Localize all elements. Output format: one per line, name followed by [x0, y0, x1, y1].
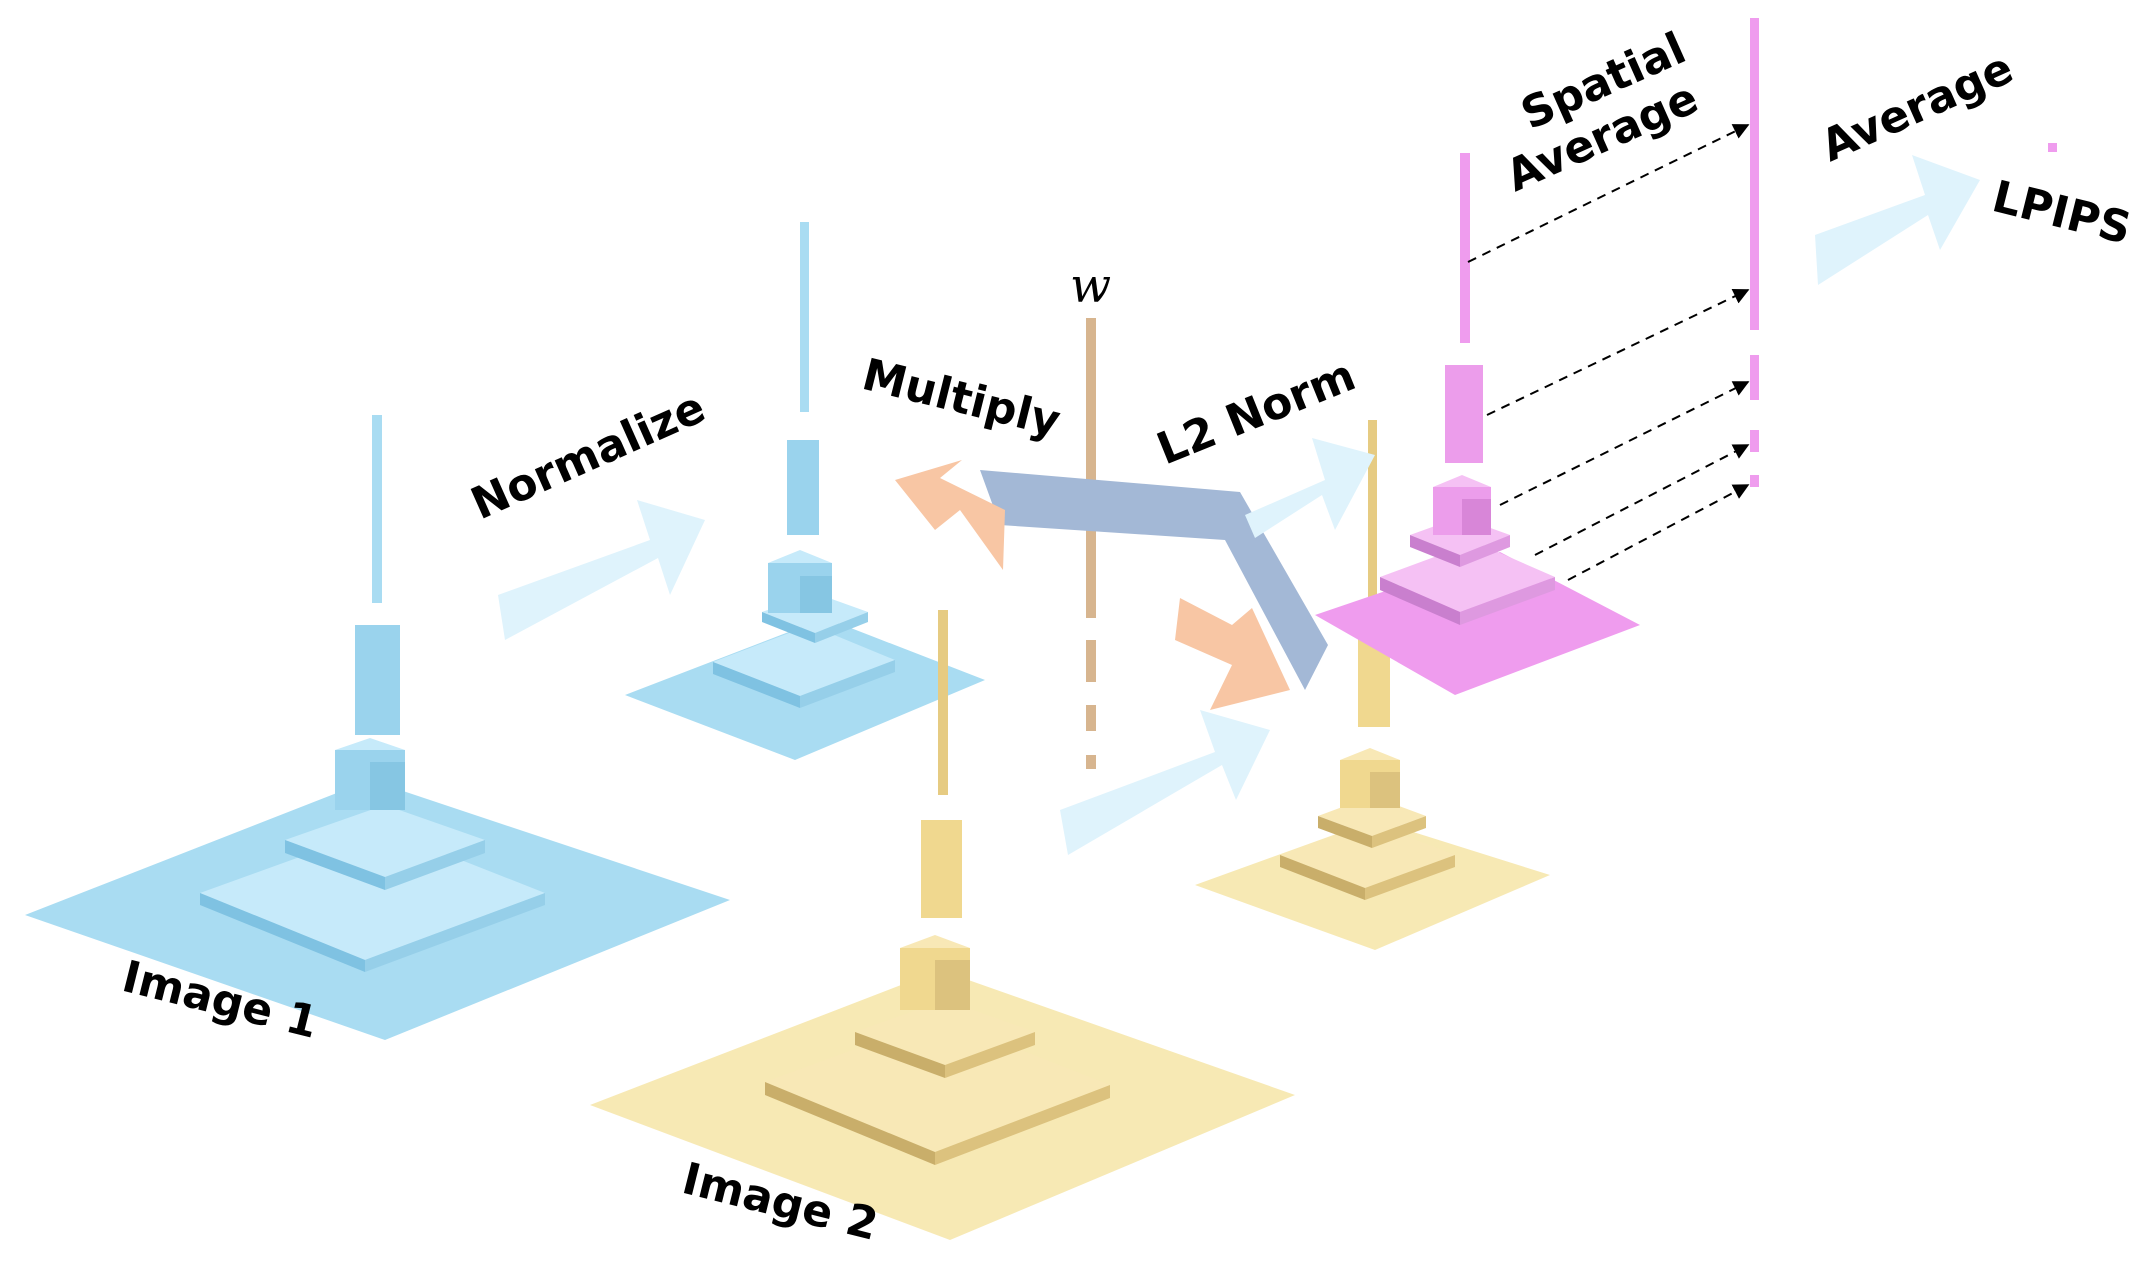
spatial-average-dashed-arrows — [1467, 124, 1750, 581]
normalized-image1-layer-5 — [800, 222, 809, 412]
dashed-arrow-5 — [1567, 484, 1750, 581]
spatial-average-segment-3 — [1750, 355, 1759, 400]
weight-label: w — [1070, 258, 1111, 314]
lpips-label: LPIPS — [1987, 171, 2136, 254]
dashed-arrow-4 — [1534, 444, 1750, 556]
weighted-image2-layer-1 — [1280, 822, 1455, 900]
spatial-average-segment-2 — [1750, 235, 1759, 330]
normalized-image1-stack — [625, 222, 985, 760]
distance-feature-stack — [1315, 153, 1640, 695]
image2-layer-2 — [855, 1000, 1035, 1078]
multiply-connector-band — [980, 470, 1328, 690]
l2-norm-arrow — [1245, 438, 1375, 538]
dashed-arrow-3 — [1499, 381, 1750, 506]
image1-layer-5 — [372, 415, 382, 603]
distance-layer-5 — [1460, 153, 1470, 343]
distance-layer-1 — [1380, 542, 1555, 625]
spatial-average-segment-1 — [1750, 18, 1759, 258]
lpips-output-point — [2048, 143, 2057, 152]
normalized-image1-layer-4 — [787, 440, 819, 535]
spatial-average-column — [1750, 18, 1759, 487]
image2-layer-1 — [765, 1018, 1110, 1165]
image2-layer-4 — [921, 820, 962, 918]
weight-segment-1 — [1086, 318, 1096, 504]
weight-segment-3 — [1086, 640, 1096, 682]
image1-layer-2 — [285, 805, 485, 890]
multiply-arrow — [895, 460, 1005, 570]
distance-layer-4 — [1445, 365, 1483, 463]
dashed-arrow-2 — [1486, 289, 1750, 416]
image2-layer-5 — [938, 610, 948, 795]
normalized-image1-layer-1 — [713, 625, 895, 708]
weight-column — [1086, 318, 1096, 769]
spatial-average-segment-5 — [1750, 475, 1759, 487]
image1-layer-3 — [335, 738, 405, 810]
dashed-arrow-1 — [1467, 124, 1750, 263]
image2-layer-3 — [900, 935, 970, 1010]
image2-feature-stack — [590, 610, 1295, 1240]
weighted-image2-stack — [1195, 420, 1550, 950]
weighted-product-arrow — [1175, 598, 1290, 710]
average-arrow — [1815, 155, 1980, 285]
weighted-image2-layer-5 — [1368, 420, 1377, 615]
normalize-label: Normalize — [464, 382, 713, 530]
image2-normalize-arrow — [1060, 710, 1270, 855]
normalize-arrow — [498, 500, 705, 640]
image1-layer-4 — [355, 625, 400, 735]
weight-segment-4 — [1086, 705, 1096, 731]
image1-feature-stack — [25, 415, 730, 1040]
weight-segment-2 — [1086, 528, 1096, 618]
weight-segment-5 — [1086, 755, 1096, 769]
normalized-image1-layer-3 — [768, 550, 832, 613]
multiply-label: Multiply — [857, 349, 1065, 447]
weighted-image2-layer-3 — [1340, 748, 1400, 808]
distance-layer-3 — [1433, 475, 1491, 535]
average-label: Average — [1814, 43, 2021, 172]
spatial-average-segment-4 — [1750, 430, 1759, 452]
